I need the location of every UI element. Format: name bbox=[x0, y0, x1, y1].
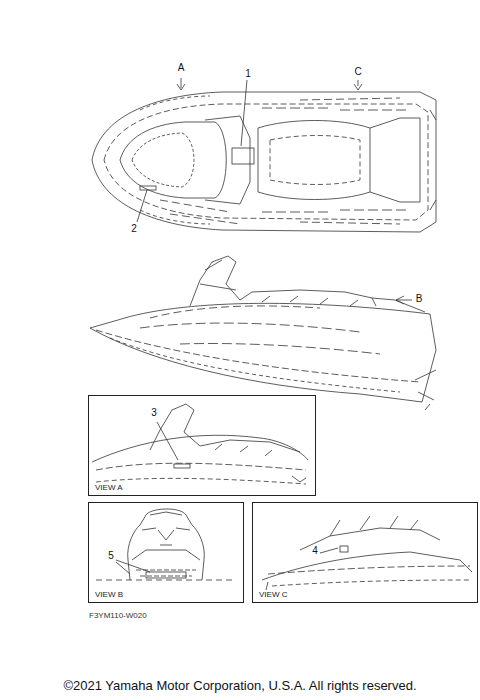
callout-number: 1 bbox=[244, 68, 252, 79]
view-a-detail bbox=[92, 404, 308, 484]
view-c-detail bbox=[262, 516, 472, 590]
callout-number: 5 bbox=[107, 550, 115, 561]
view-title: VIEW B bbox=[95, 590, 123, 599]
view-frame: VIEW C bbox=[252, 502, 478, 603]
figure-code: F3YM110-W020 bbox=[88, 612, 148, 621]
view-title: VIEW A bbox=[95, 483, 123, 492]
side-view bbox=[90, 256, 436, 410]
callout-number: 4 bbox=[311, 545, 319, 556]
top-view bbox=[92, 78, 436, 232]
callout-number: 2 bbox=[130, 223, 138, 234]
view-frame: VIEW A bbox=[88, 395, 316, 496]
view-b-detail bbox=[96, 509, 236, 580]
view-marker: C bbox=[353, 66, 362, 77]
view-title: VIEW C bbox=[259, 590, 287, 599]
callout-number: 3 bbox=[150, 407, 158, 418]
view-marker: A bbox=[177, 62, 186, 73]
view-marker: B bbox=[415, 293, 424, 304]
copyright-note: ©2021 Yamaha Motor Corporation, U.S.A. A… bbox=[62, 679, 417, 693]
